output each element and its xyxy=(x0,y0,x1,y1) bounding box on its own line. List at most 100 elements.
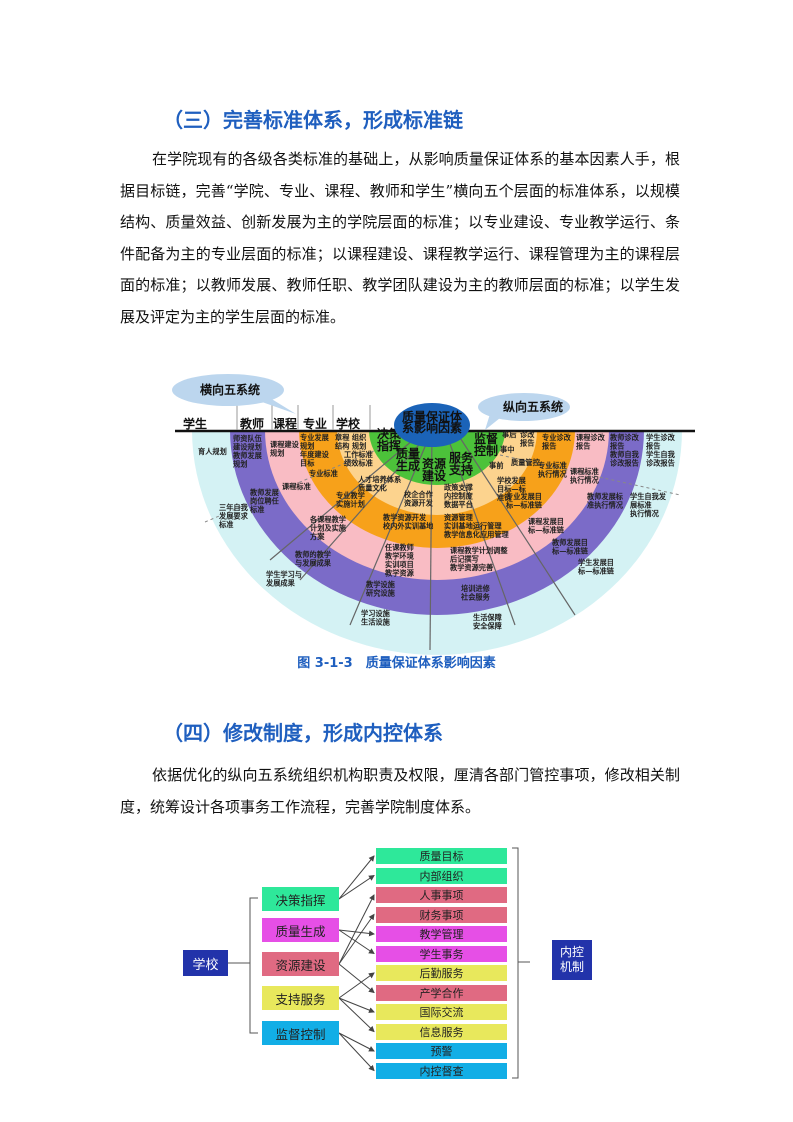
radial-line xyxy=(429,429,433,651)
factor-label-line: 质量文化 xyxy=(358,484,388,493)
section-4-paragraph: 依据优化的纵向五系统组织机构职责及权限，厘清各部门管控事项，修改相关制度，统筹设… xyxy=(120,766,680,816)
factor-label-line: 校企合作 xyxy=(404,490,434,499)
factor-label-line: 发展要求 xyxy=(218,512,249,521)
factor-label-line: 教师诊改 xyxy=(609,433,640,442)
factor-label-line: 执行情况 xyxy=(570,476,600,485)
factor-label-line: 学生学习与 xyxy=(266,570,302,579)
factor-label-line: 教师发展目 xyxy=(551,538,588,547)
result-line-1: 内控 xyxy=(559,945,584,959)
factor-label-line: 绩效标准 xyxy=(344,459,373,468)
connector-arrow xyxy=(338,1032,375,1072)
item-box: 预警 xyxy=(376,1043,507,1059)
factor-label-line: 执行情况 xyxy=(538,470,568,479)
factor-label-line: 教学资源 xyxy=(384,569,415,578)
factor-label-line: 标—标准链 xyxy=(527,526,565,535)
center-ellipse xyxy=(394,403,470,447)
factor-label: 教师发展目标—标准链 xyxy=(551,538,589,556)
factor-label: 教师发展标准执行情况 xyxy=(586,492,624,510)
factor-label-line: 展标准 xyxy=(630,501,652,510)
factor-label: 学生自我发展标准执行情况 xyxy=(630,492,667,518)
factor-label-line: 学生诊改 xyxy=(646,433,676,442)
factor-label-line: 事前 xyxy=(489,461,503,470)
factor-label-line: 目标—标 xyxy=(497,485,527,494)
factor-label: 课程建设规划 xyxy=(269,440,300,458)
factor-label: 人才培养体系质量文化 xyxy=(358,475,401,493)
factor-label-line: 人才培养体系 xyxy=(358,475,401,484)
factor-label-line: 资源管理 xyxy=(444,513,474,522)
connector-arrow xyxy=(338,874,375,900)
factor-label-line: 教师自我 xyxy=(609,450,640,459)
factor-label: 专业发展规划年度建设目标 xyxy=(299,433,330,468)
right-bracket xyxy=(512,847,530,1079)
connector-arrow xyxy=(338,894,375,965)
factor-label-line: 社会服务 xyxy=(460,593,491,602)
factor-label: 各课程教学计划及实施方案 xyxy=(309,515,347,541)
connector-arrow xyxy=(338,997,375,1013)
factor-label: 专业发展目标—标准链 xyxy=(505,492,543,510)
factor-label: 师资队伍建设规划教师发展规划 xyxy=(232,434,263,469)
factor-label-line: 学生发展目 xyxy=(578,558,614,567)
section-heading-4: （四）修改制度，形成内控体系 xyxy=(163,721,443,745)
factor-label-line: 教师发展 xyxy=(249,488,280,497)
item-box: 财务事项 xyxy=(376,906,507,923)
factor-label: 校企合作资源开发 xyxy=(404,490,434,508)
factor-label: 政策支撑内控制度数据平台 xyxy=(444,483,474,509)
factor-label-line: 安全保障 xyxy=(473,622,503,631)
factor-label-line: 政策支撑 xyxy=(444,483,474,492)
factor-label-line: 结构 规划 xyxy=(334,442,366,451)
factor-label-line: 课程建设 xyxy=(270,440,300,449)
connector-arrow xyxy=(338,855,375,900)
system-label-4: 监督控制 xyxy=(474,431,498,458)
factor-label: 教学设施研究设施 xyxy=(365,580,396,598)
factor-label-line: 教学信息化应用管理 xyxy=(443,530,510,539)
factor-label-line: 准执行情况 xyxy=(587,501,624,510)
factor-label: 事前 xyxy=(489,461,503,470)
factor-label: 任课教师教学环境实训项目教学资源 xyxy=(384,543,415,578)
factor-label-line: 研究设施 xyxy=(366,589,396,598)
factor-label: 教师诊改报告教师自我诊改报告 xyxy=(609,433,640,468)
factor-label-line: 实训项目 xyxy=(385,560,414,569)
factor-label: 工作标准绩效标准 xyxy=(344,450,373,468)
factor-label-line: 教师发展标 xyxy=(586,492,624,501)
factor-label-line: 规划 xyxy=(232,460,247,469)
section-heading-3: （三）完善标准体系，形成标准链 xyxy=(163,108,463,132)
item-box: 学生事务 xyxy=(376,945,507,962)
horizontal-systems-bubble xyxy=(172,374,284,406)
item-box: 产学合作 xyxy=(376,984,507,1001)
factor-label-line: 诊改 xyxy=(520,430,535,439)
connector-arrow xyxy=(338,929,375,955)
factor-label-line: 与发展成果 xyxy=(295,559,332,568)
factor-label: 课程发展目标—标准链 xyxy=(527,517,565,535)
factor-label: 学生诊改报告学生自我诊改报告 xyxy=(646,433,676,468)
factor-label-line: 方案 xyxy=(310,532,325,541)
factor-label: 教学资源开发校内外实训基地 xyxy=(382,513,434,531)
factor-label: 课程标准执行情况 xyxy=(570,467,600,485)
factor-label: 事后 xyxy=(502,430,516,439)
radial-line xyxy=(299,429,433,581)
vertical-systems-bubble xyxy=(478,393,570,421)
item-box: 人事事项 xyxy=(376,887,507,903)
factor-label-line: 工作标准 xyxy=(344,450,373,459)
vertical-systems-label: 纵向五系统 xyxy=(503,399,563,414)
factor-label-line: 报告 xyxy=(520,439,534,448)
factor-label-line: 建设规划 xyxy=(233,443,262,452)
item-box: 质量目标 xyxy=(376,848,507,864)
level-label: 课程 xyxy=(273,416,297,431)
level-label: 教师 xyxy=(239,416,264,431)
item-box: 内部组织 xyxy=(376,867,507,884)
factor-label: 学生学习与发展成果 xyxy=(265,570,302,588)
factor-label-line: 专业标准 xyxy=(538,461,567,470)
system-label-3-line: 支持 xyxy=(448,462,473,477)
factor-label-line: 实训基地运行管理 xyxy=(444,522,502,531)
factor-label: 教师的教学与发展成果 xyxy=(294,550,332,568)
level-label: 学校 xyxy=(336,416,361,431)
ring-systems xyxy=(369,430,505,485)
factor-label: 教师发展岗位聘任标准 xyxy=(249,488,280,514)
factor-label: 育人规划 xyxy=(198,447,227,456)
factor-label: 资源管理实训基地运行管理教学信息化应用管理 xyxy=(443,513,510,539)
bubble-tail xyxy=(262,398,296,414)
factor-label-line: 规划 xyxy=(299,442,314,451)
section-3-paragraph: 在学院现有的各级各类标准的基础上，从影响质量保证体系的基本因素人手，根据目标链，… xyxy=(120,150,680,326)
system-box-1: 质量生成 xyxy=(262,918,339,942)
system-label-3: 服务支持 xyxy=(448,450,474,477)
